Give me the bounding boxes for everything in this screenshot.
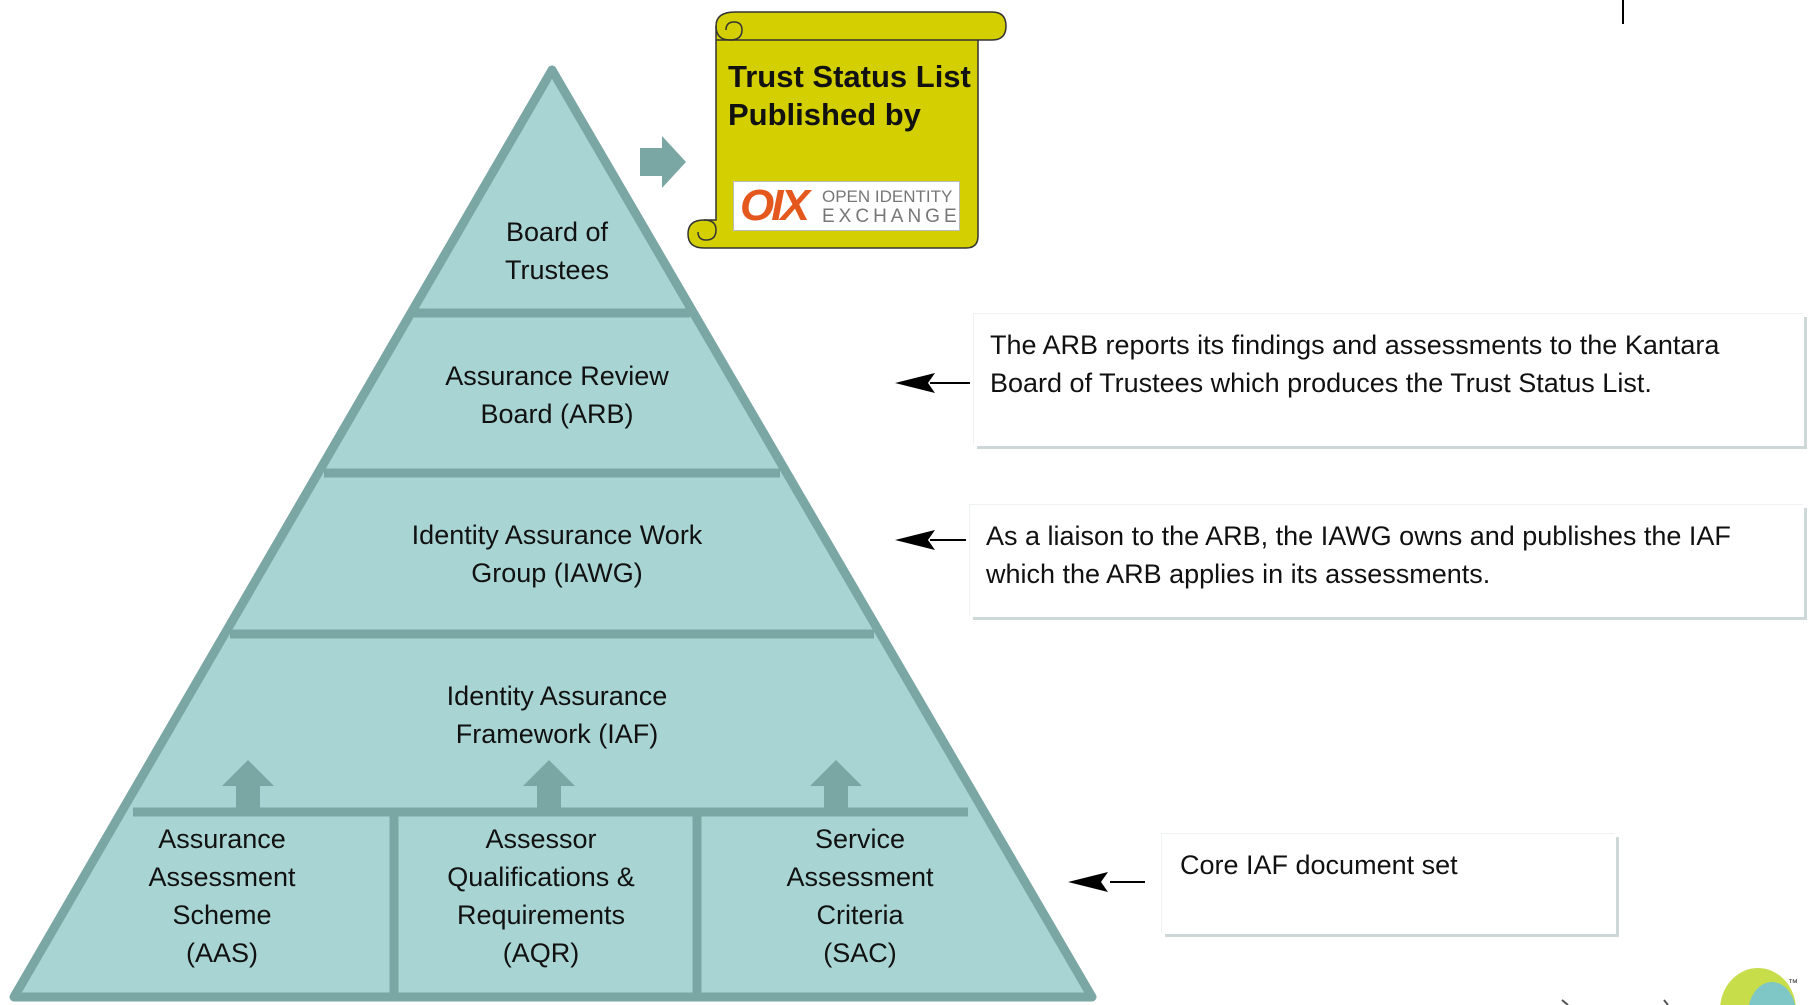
label-line: Service	[815, 824, 905, 854]
label-line: Qualifications &	[447, 862, 635, 892]
oix-logo: OIX OPEN IDENTITY EXCHANGE	[733, 181, 960, 231]
up-arrow-aqr-icon	[523, 760, 575, 810]
arrow-core-icon	[1068, 872, 1108, 892]
arrow-arb-icon	[895, 373, 935, 393]
label-line: Assurance Review	[445, 361, 669, 391]
label-line: Requirements	[457, 900, 625, 930]
iawg-note-text: As a liaison to the ARB, the IAWG owns a…	[986, 521, 1731, 589]
kantara-logo-icon: ™	[1561, 968, 1798, 1005]
up-arrows	[222, 760, 862, 810]
label-line: Trustees	[505, 255, 609, 285]
label-line: Identity Assurance Work	[412, 520, 703, 550]
pyramid	[9, 65, 1097, 1002]
core-note: Core IAF document set	[1162, 834, 1616, 934]
label-line: Assessment	[148, 862, 296, 892]
label-line: Assurance	[158, 824, 286, 854]
arrow-iawg-icon	[895, 530, 935, 550]
pyramid-body	[9, 65, 1097, 1002]
up-arrow-aas-icon	[222, 760, 274, 810]
core-note-text: Core IAF document set	[1180, 850, 1458, 880]
label-line: (AQR)	[503, 938, 580, 968]
arb-note: The ARB reports its findings and assessm…	[974, 314, 1804, 446]
oix-logo-mark: OIX	[740, 181, 810, 230]
label-line: (SAC)	[823, 938, 897, 968]
oix-logo-line1: OPEN IDENTITY	[822, 187, 953, 206]
oix-logo-line2: EXCHANGE	[822, 206, 961, 227]
svg-text:™: ™	[1788, 978, 1798, 989]
note-connectors	[895, 373, 1145, 892]
label-line: Scheme	[172, 900, 271, 930]
label-line: Assessor	[485, 824, 596, 854]
tier-top-label: Board of Trustees	[505, 217, 609, 285]
label-line: Criteria	[816, 900, 904, 930]
label-line: Board (ARB)	[480, 399, 633, 429]
label-line: Assessment	[786, 862, 934, 892]
scroll-title: Trust Status List Published by	[728, 59, 971, 132]
arb-note-text: The ARB reports its findings and assessm…	[990, 330, 1720, 398]
label-line: Identity Assurance	[447, 681, 668, 711]
iawg-note: As a liaison to the ARB, the IAWG owns a…	[970, 505, 1804, 617]
up-arrow-sac-icon	[810, 760, 862, 810]
label-line: Board of	[506, 217, 609, 247]
label-line: Framework (IAF)	[456, 719, 659, 749]
arrow-to-scroll-icon	[640, 136, 686, 188]
label-line: Group (IAWG)	[471, 558, 643, 588]
label-line: (AAS)	[186, 938, 258, 968]
